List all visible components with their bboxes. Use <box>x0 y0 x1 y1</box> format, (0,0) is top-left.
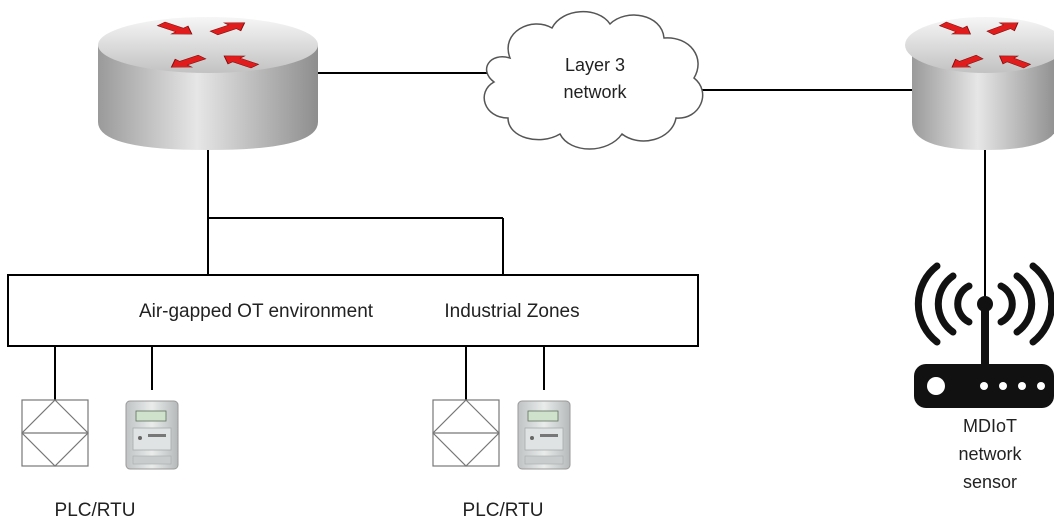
meter-icon-right <box>517 400 571 470</box>
plc-icon-left <box>21 399 89 467</box>
ot-environment-box: Air-gapped OT environment Industrial Zon… <box>7 274 699 347</box>
router-icon-right <box>905 17 1054 150</box>
environment-label-right: Industrial Zones <box>444 301 579 322</box>
router-icon-left <box>98 17 318 150</box>
plc-icon-right <box>432 399 500 467</box>
connections <box>54 72 986 400</box>
cloud-label-line2: network <box>563 82 627 102</box>
sensor-label-line1: MDIoT <box>963 416 1017 436</box>
sensor-label-line3: sensor <box>963 472 1017 492</box>
environment-label-left: Air-gapped OT environment <box>139 301 374 322</box>
meter-icon-left <box>125 400 179 470</box>
sensor-label-line2: network <box>958 444 1022 464</box>
cloud-icon: Layer 3 network <box>483 10 704 150</box>
plc-label-right: PLC/RTU <box>463 500 544 521</box>
wireless-sensor-icon <box>914 262 1054 408</box>
plc-label-left: PLC/RTU <box>55 500 136 521</box>
cloud-label-line1: Layer 3 <box>565 55 625 75</box>
